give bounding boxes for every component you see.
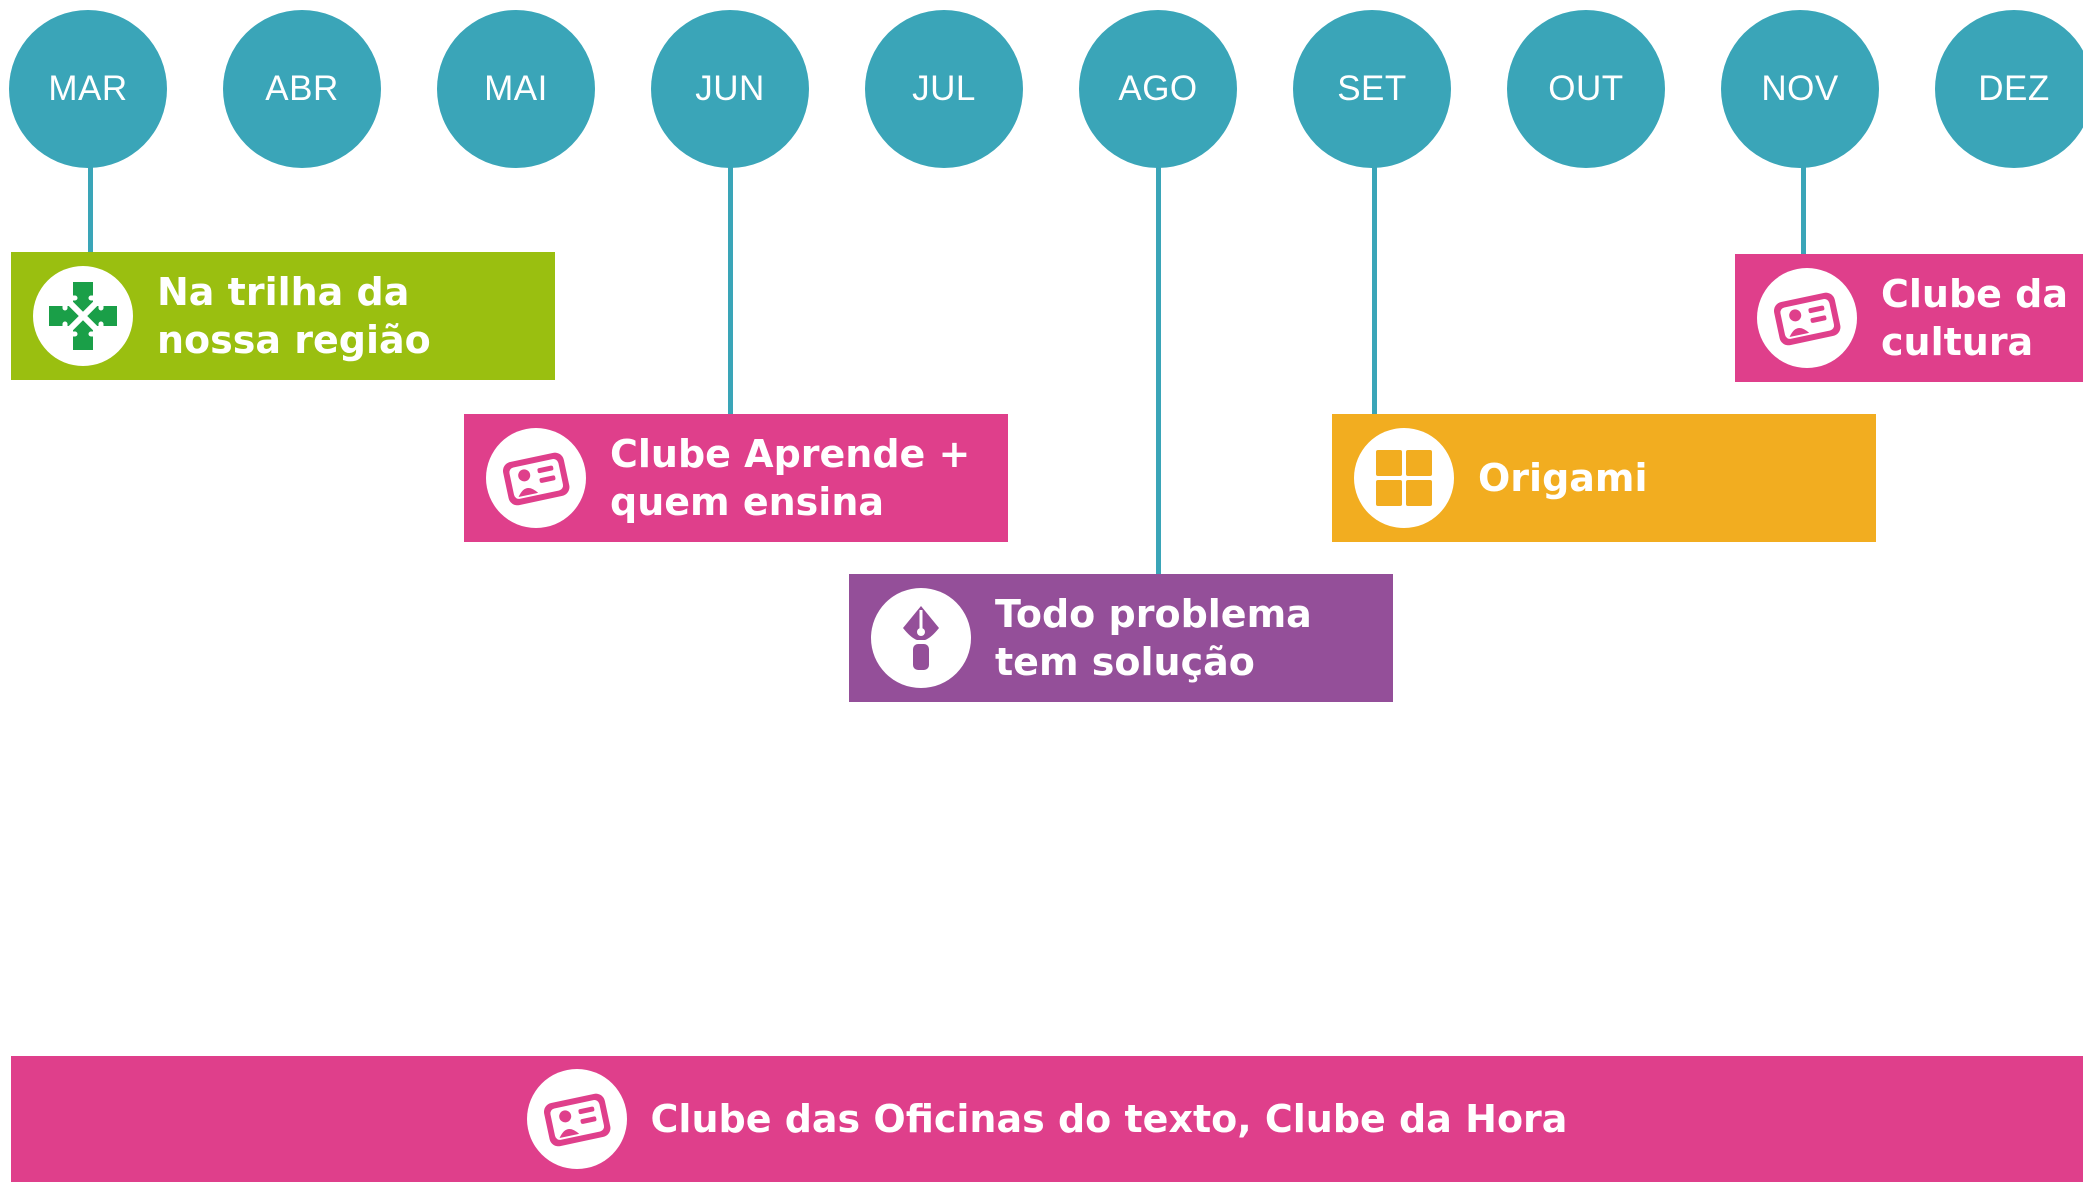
activity-origami: Origami: [1332, 414, 1876, 542]
activity-na-trilha: Na trilha da nossa região: [11, 252, 555, 380]
connector-ago: [1156, 166, 1161, 576]
grid-squares-icon: [1354, 428, 1454, 528]
activity-todo-problema: Todo problema tem solução: [849, 574, 1393, 702]
plus-arrows-icon: [33, 266, 133, 366]
pen-nib-icon: [871, 588, 971, 688]
id-card-icon: [486, 428, 586, 528]
month-mar: MAR: [9, 10, 167, 168]
connector-nov: [1801, 166, 1806, 254]
connector-mar: [88, 166, 93, 254]
activity-label: Clube da cultura: [1881, 272, 2069, 364]
month-ago: AGO: [1079, 10, 1237, 168]
month-nov: NOV: [1721, 10, 1879, 168]
activity-clube-cultura: Clube da cultura: [1735, 254, 2083, 382]
activity-label: Clube Aprende + quem ensina: [610, 432, 971, 524]
month-out: OUT: [1507, 10, 1665, 168]
month-mai: MAI: [437, 10, 595, 168]
connector-jun: [728, 166, 733, 416]
activity-label: Na trilha da nossa região: [157, 270, 431, 362]
month-abr: ABR: [223, 10, 381, 168]
activity-label: Origami: [1478, 456, 1648, 500]
month-jun: JUN: [651, 10, 809, 168]
bottom-bar-label: Clube das Oficinas do texto, Clube da Ho…: [650, 1097, 1568, 1141]
month-dez: DEZ: [1935, 10, 2083, 168]
activity-clube-aprende: Clube Aprende + quem ensina: [464, 414, 1008, 542]
month-set: SET: [1293, 10, 1451, 168]
activity-label: Todo problema tem solução: [995, 592, 1312, 684]
id-card-icon: [526, 1069, 627, 1169]
month-jul: JUL: [865, 10, 1023, 168]
id-card-icon: [1757, 268, 1857, 368]
bottom-bar: Clube das Oficinas do texto, Clube da Ho…: [11, 1056, 2083, 1182]
connector-set: [1372, 166, 1377, 416]
